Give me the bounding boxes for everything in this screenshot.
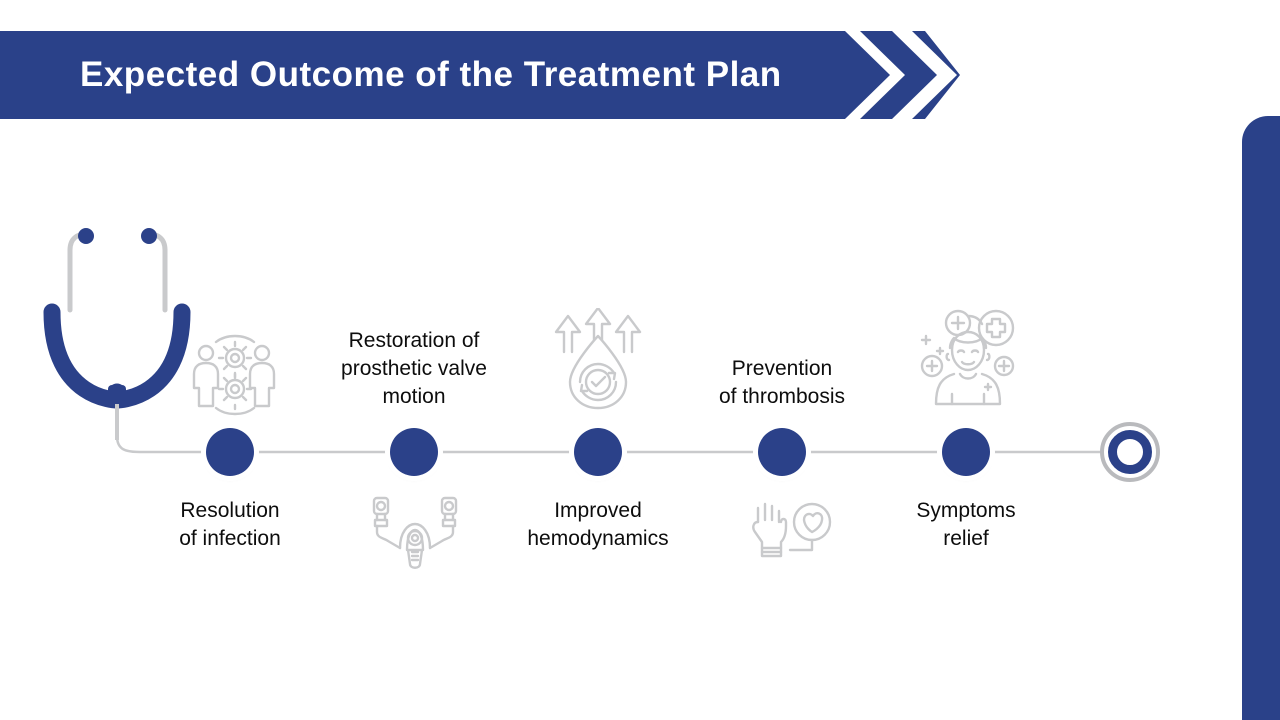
people-infection-gears-icon [192, 334, 276, 416]
timeline-label-4: Prevention of thrombosis [667, 355, 897, 411]
stethoscope-eartip-right [141, 228, 157, 244]
timeline-label-5-line2: relief [943, 527, 989, 550]
timeline-end-marker [1100, 422, 1160, 482]
timeline-node-2[interactable] [390, 428, 438, 476]
timeline-node-1[interactable] [206, 428, 254, 476]
timeline-node-3[interactable] [574, 428, 622, 476]
stethoscope-eartip-left [78, 228, 94, 244]
hand-stop-clot-icon [752, 502, 832, 558]
timeline-label-5-line1: Symptoms [916, 499, 1016, 522]
blood-drop-flow-arrows-icon [554, 308, 642, 410]
timeline-label-5: Symptoms relief [851, 497, 1081, 553]
timeline-label-4-line2: of thrombosis [718, 385, 846, 408]
timeline-node-5[interactable] [942, 428, 990, 476]
right-edge-accent-bar [1242, 116, 1280, 720]
timeline-label-3: Improved hemodynamics [483, 497, 713, 553]
timeline-label-2-line2: prosthetic valve [341, 357, 487, 380]
prosthetic-valve-device-icon [372, 496, 458, 569]
timeline-label-1: Resolution of infection [115, 497, 345, 553]
timeline-label-2-line3: motion [382, 385, 446, 408]
timeline-label-4-line1: Prevention [731, 357, 833, 380]
timeline-label-2: Restoration of prosthetic valve motion [299, 327, 529, 411]
timeline-node-4[interactable] [758, 428, 806, 476]
timeline-label-2-line1: Restoration of [348, 329, 480, 352]
timeline-label-1-line2: of infection [179, 527, 281, 550]
timeline-label-3-line1: Improved [554, 499, 642, 522]
timeline-label-1-line1: Resolution [180, 499, 280, 522]
timeline-label-3-line2: hemodynamics [527, 527, 669, 550]
page-title: Expected Outcome of the Treatment Plan [80, 55, 782, 94]
happy-patient-medical-cross-icon [920, 309, 1015, 406]
